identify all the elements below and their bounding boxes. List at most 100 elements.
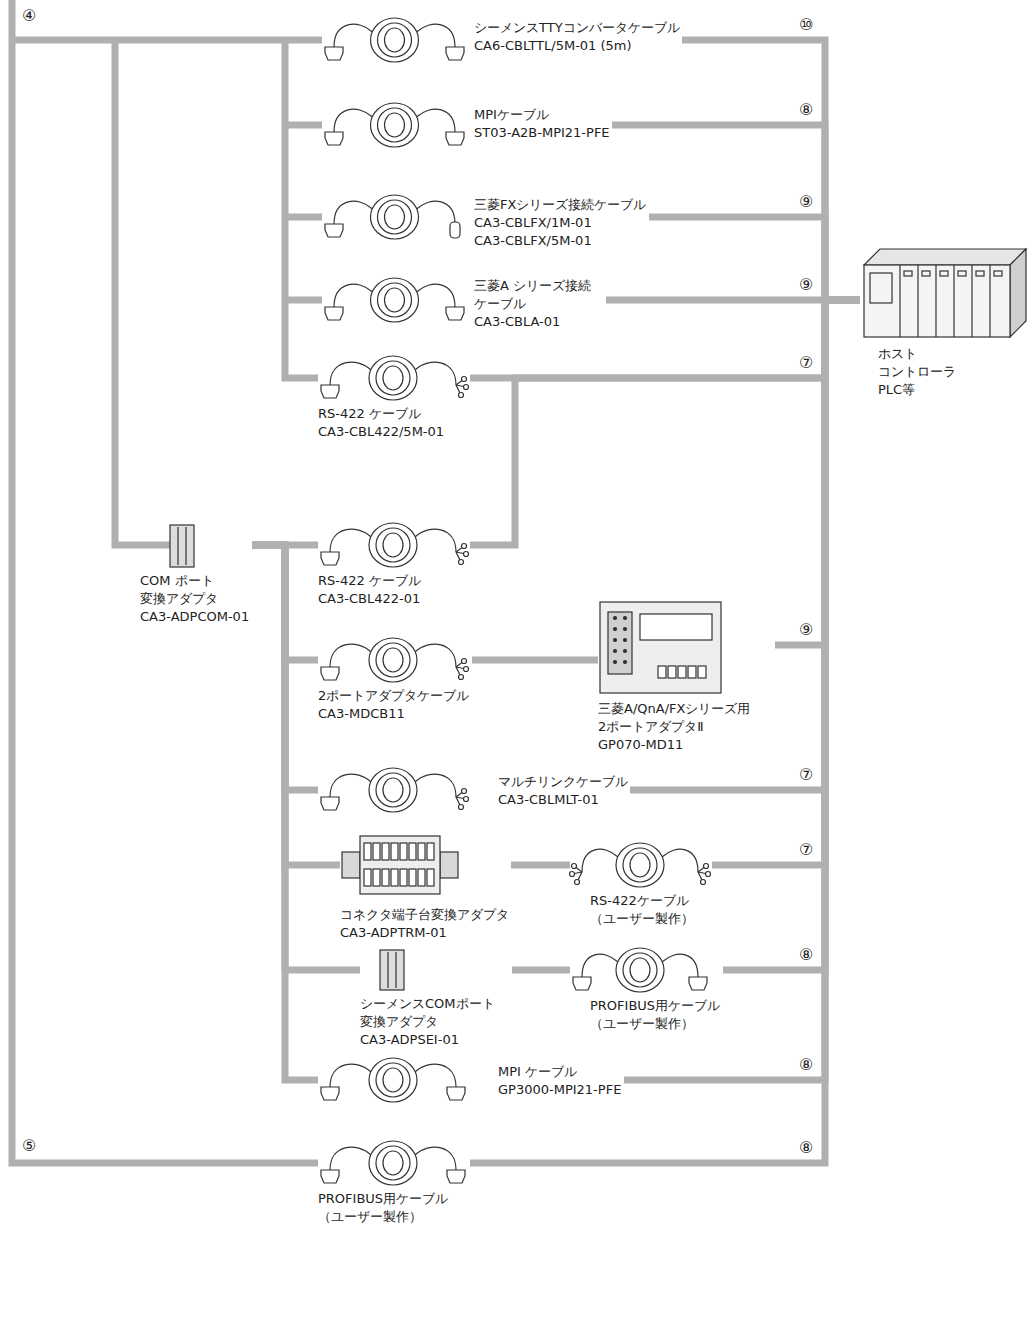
icon-symbol: [318, 355, 468, 401]
cable-connection: [511, 862, 570, 869]
model-number: GP070-MD11: [598, 736, 773, 754]
adapter-rib: [177, 527, 178, 565]
bus-line: [12, 0, 318, 1163]
cable-lead: [662, 954, 698, 977]
plc-led: [922, 271, 930, 276]
cable-lead: [415, 1147, 456, 1170]
connector-symbol: [446, 307, 464, 320]
model-number: CA3-CBL422/5M-01: [318, 423, 444, 441]
wire-end: [459, 560, 464, 565]
part-name: シーメンスCOMポート 変換アダプタ: [360, 995, 510, 1031]
connector-pin: [624, 639, 627, 642]
connector-symbol: [325, 224, 343, 237]
text-block: ホスト コントローラ PLC等: [878, 345, 956, 399]
cable-lead: [415, 1064, 456, 1087]
plc-led: [940, 271, 948, 276]
callout-number: ⑦: [797, 353, 815, 373]
terminal-symbol: [409, 843, 416, 860]
text-block: 三菱FXシリーズ接続ケーブルCA3-CBLFX/1M-01CA3-CBLFX/5…: [474, 196, 646, 250]
cable-coil: [385, 205, 405, 229]
cable-connection: [612, 125, 860, 300]
icon-symbol: [322, 17, 467, 63]
callout-number: ⑨: [797, 192, 815, 212]
adapter-connector: [608, 612, 632, 674]
plc-module: [953, 265, 954, 337]
callout-number: ⑧: [797, 945, 815, 965]
icon-group: [170, 525, 194, 567]
cable-lead: [334, 24, 373, 47]
icon-group: [380, 950, 404, 990]
icon-symbol: [322, 194, 467, 240]
cable-lead: [415, 362, 456, 385]
text-block: RS-422 ケーブルCA3-CBL422/5M-01: [318, 405, 444, 441]
text-block: 2ポートアダプタケーブルCA3-MDCB11: [318, 687, 469, 723]
cable-coil: [378, 23, 412, 57]
cable-lead: [330, 644, 371, 667]
wire-end: [462, 789, 467, 794]
connector-symbol: [450, 222, 460, 238]
model-number: CA3-ADPTRM-01: [340, 924, 509, 942]
text-block: シーメンスTTYコンバータケーブルCA6-CBLTTL/5M-01 (5m): [474, 19, 680, 55]
cable-lead: [330, 529, 371, 552]
terminal-symbol: [418, 869, 425, 886]
connector-pin: [624, 628, 627, 631]
icon-symbol: [570, 842, 710, 888]
connector-symbol: [446, 47, 464, 60]
model-number: （ユーザー製作）: [590, 910, 694, 928]
cable-coil: [616, 843, 664, 887]
model-number: CA3-CBLFX/1M-01: [474, 214, 646, 232]
callout-number: ④: [20, 6, 38, 26]
icon-group: [864, 249, 1026, 337]
icon-symbol: [380, 950, 404, 990]
callout-number: ⑦: [797, 840, 815, 860]
icon-symbol: [318, 767, 468, 813]
adapter-display: [640, 614, 712, 640]
plc-led: [994, 271, 1002, 276]
wire-end: [575, 880, 580, 885]
terminal-symbol: [382, 843, 389, 860]
icon-group: [325, 103, 464, 147]
cable-connection: [712, 300, 860, 865]
cable-coil: [383, 1068, 403, 1092]
terminal-symbol: [698, 666, 706, 678]
cable-lead: [334, 109, 373, 132]
cable-connection: [252, 545, 360, 970]
model-number: CA3-CBLFX/5M-01: [474, 232, 646, 250]
text-block: COM ポート 変換アダプタCA3-ADPCOM-01: [140, 572, 249, 626]
cable-connection: [649, 217, 860, 300]
cable-coil: [376, 773, 410, 807]
text-block: シーメンスCOMポート 変換アダプタCA3-ADPSEI-01: [360, 995, 510, 1049]
model-number: CA6-CBLTTL/5M-01 (5m): [474, 37, 680, 55]
terminal-symbol: [427, 869, 434, 886]
callout-number: ⑦: [797, 765, 815, 785]
wire-end: [464, 797, 469, 802]
text-block: コネクタ端子台変換アダプタCA3-ADPTRM-01: [340, 906, 509, 942]
cable-lead: [334, 284, 373, 307]
cable-lead: [417, 109, 456, 132]
wire-end: [462, 659, 467, 664]
cable-lead: [582, 849, 618, 872]
wire-end: [462, 544, 467, 549]
wire-end: [706, 872, 711, 877]
cable-lead: [330, 1064, 371, 1087]
connector-pin: [614, 628, 617, 631]
icon-group: [573, 948, 707, 992]
icon-group: [342, 836, 458, 894]
cable-lead: [415, 774, 456, 797]
plc-led: [958, 271, 966, 276]
wire-end: [464, 552, 469, 557]
part-name: RS-422 ケーブル: [318, 572, 421, 590]
callout-number: ⑧: [797, 100, 815, 120]
part-name: マルチリンクケーブル: [498, 773, 628, 791]
model-number: CA3-CBLA-01: [474, 313, 604, 331]
icon-symbol: [860, 245, 1030, 340]
connector-symbol: [321, 385, 339, 398]
icon-symbol: [318, 522, 468, 568]
cable-coil: [623, 953, 657, 987]
cable-coil: [369, 523, 417, 567]
connector-symbol: [325, 307, 343, 320]
adapter-body: [600, 602, 721, 693]
bus-line: [115, 40, 170, 545]
connector-pin: [614, 639, 617, 642]
text-block: 三菱A シリーズ接続 ケーブルCA3-CBLA-01: [474, 277, 604, 331]
